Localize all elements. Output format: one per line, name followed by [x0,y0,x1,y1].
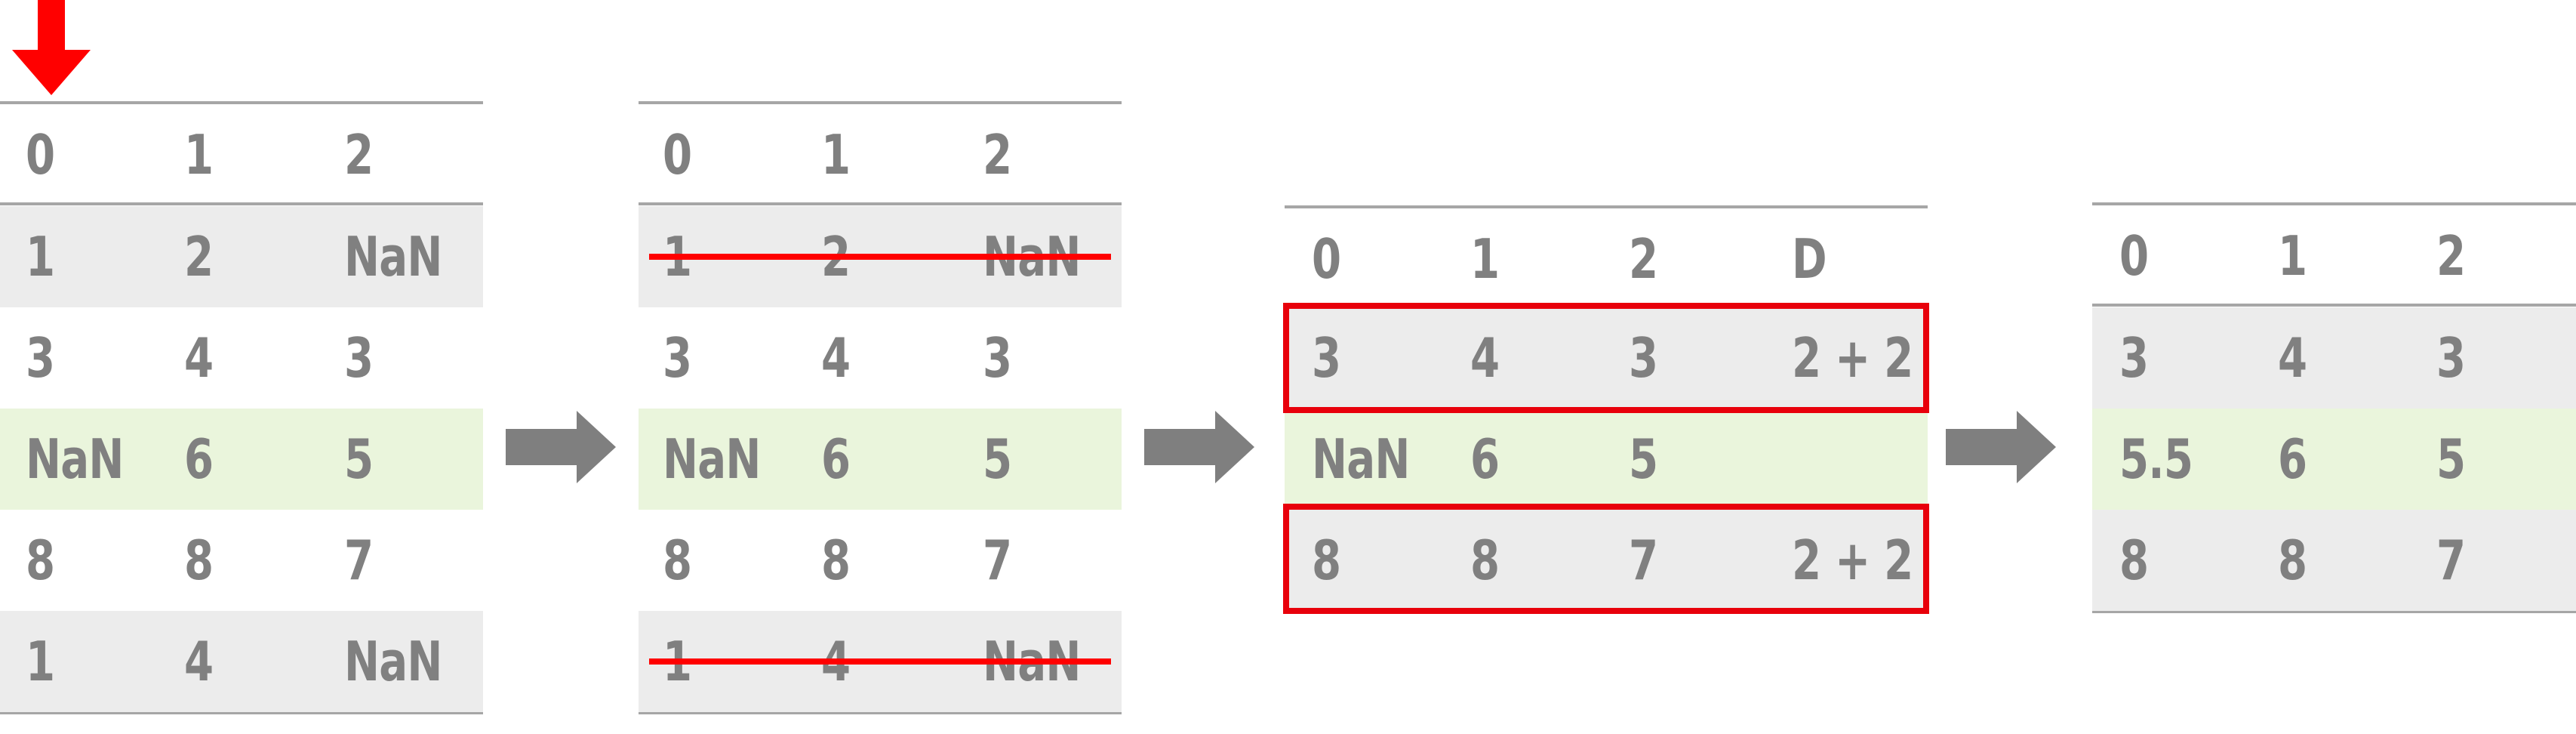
table-row: 1 2 NaN [0,206,483,307]
cell: 5 [344,427,374,491]
cell: 6 [184,427,214,491]
cell: NaN [344,225,442,288]
cell: 6 [1470,427,1500,491]
cell: NaN [26,427,124,491]
cell: 4 [184,630,214,693]
cell: 3 [1629,326,1658,390]
header-cell: 1 [184,123,214,187]
cell: 3 [1312,326,1341,390]
cell: 3 [663,326,692,390]
right-arrow [506,411,616,483]
table-header: 0 1 2 [639,104,1122,205]
cell: 3 [26,326,55,390]
table-row: 3 4 3 [639,307,1122,409]
header-cell: D [1792,227,1827,291]
cell: NaN [344,630,442,693]
cell: 8 [1470,529,1500,592]
cell: 3 [2119,326,2149,390]
cell: 3 [2436,326,2466,390]
cell: 8 [26,529,55,592]
header-cell: 1 [1470,227,1500,291]
table-row: 8 8 7 2 + 2 [1285,510,1928,611]
cell: 5.5 [2119,427,2193,491]
header-cell: 2 [2436,224,2466,288]
header-cell: 1 [821,123,851,187]
table-header: 0 1 2 D [1285,208,1928,310]
header-cell: 2 [344,123,374,187]
cell: 2 [184,225,214,288]
cell: 1 [26,630,55,693]
table-3: 0 1 2 D 3 4 3 2 + 2 NaN 6 5 8 8 7 2 + 2 [1285,205,1928,613]
cell: 8 [1312,529,1341,592]
right-arrow [1144,411,1254,483]
table-row: NaN 6 5 [0,409,483,510]
cell: 7 [2436,529,2466,592]
cell: 7 [344,529,374,592]
header-cell: 2 [983,123,1012,187]
table-row: 5.5 6 5 [2092,409,2576,510]
cell: 5 [983,427,1012,491]
table-1: 0 1 2 1 2 NaN 3 4 3 NaN 6 5 8 8 7 1 4 Na… [0,101,483,714]
table-row: NaN 6 5 [1285,409,1928,510]
cell: 3 [983,326,1012,390]
cell: 4 [2278,326,2307,390]
cell: 8 [821,529,851,592]
cell: 6 [821,427,851,491]
cell: 1 [26,225,55,288]
table-row: NaN 6 5 [639,409,1122,510]
header-cell: 0 [1312,227,1341,291]
table-row: 3 4 3 [2092,307,2576,409]
header-cell: 0 [2119,224,2149,288]
cell: 2 + 2 [1792,326,1913,390]
cell: 3 [344,326,374,390]
cell: 4 [821,326,851,390]
table-row: 1 4 NaN [639,611,1122,712]
header-cell: 0 [26,123,55,187]
table-row: 8 8 7 [0,510,483,611]
header-cell: 2 [1629,227,1658,291]
cell: 4 [184,326,214,390]
cell: 8 [184,529,214,592]
cell: 8 [2119,529,2149,592]
cell: 7 [1629,529,1658,592]
cell: 4 [1470,326,1500,390]
header-cell: 0 [663,123,692,187]
highlight-box [1283,303,1929,413]
cell: 5 [1629,427,1658,491]
table-row: 3 4 3 [0,307,483,409]
cell: 6 [2278,427,2307,491]
table-2: 0 1 2 1 2 NaN 3 4 3 NaN 6 5 8 8 7 1 4 Na… [639,101,1122,714]
cell: 2 + 2 [1792,529,1913,592]
strikethrough-line [649,254,1111,260]
highlight-box [1283,504,1929,614]
cell: 5 [2436,427,2466,491]
cell: NaN [663,427,761,491]
cell: 8 [2278,529,2307,592]
down-arrow-icon [12,0,91,95]
table-row: 1 2 NaN [639,206,1122,307]
table-header: 0 1 2 [2092,205,2576,307]
table-header: 0 1 2 [0,104,483,205]
strikethrough-line [649,658,1111,665]
table-row: 8 8 7 [2092,510,2576,611]
table-4: 0 1 2 3 4 3 5.5 6 5 8 8 7 [2092,202,2576,613]
header-cell: 1 [2278,224,2307,288]
cell: 8 [663,529,692,592]
table-row: 8 8 7 [639,510,1122,611]
table-row: 1 4 NaN [0,611,483,712]
table-row: 3 4 3 2 + 2 [1285,307,1928,409]
right-arrow [1946,411,2056,483]
cell: NaN [1312,427,1410,491]
cell: 7 [983,529,1012,592]
